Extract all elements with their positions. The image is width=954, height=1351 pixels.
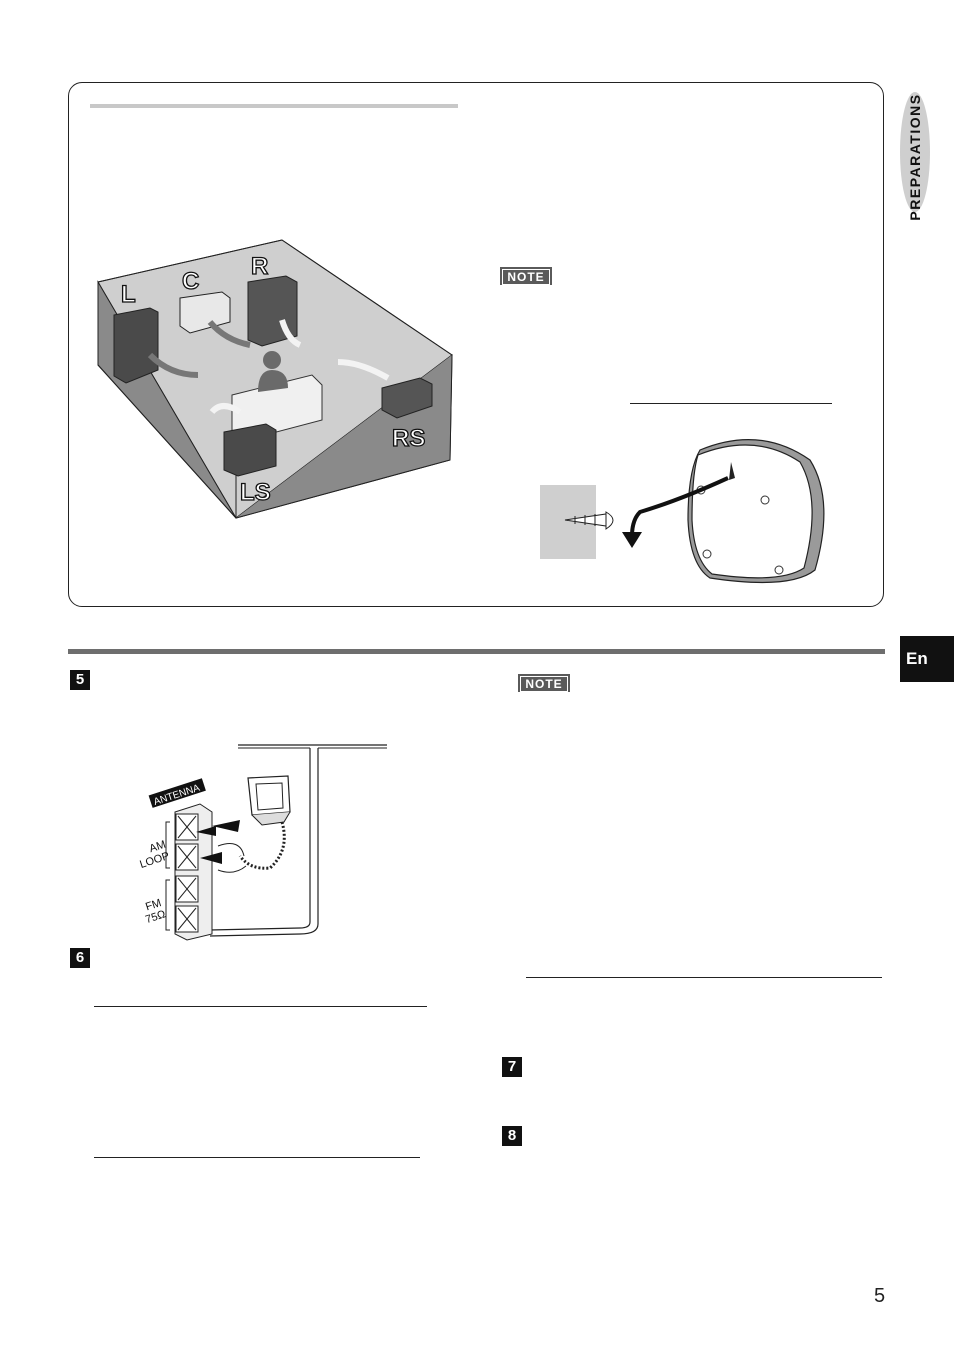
label-right-surround: RS: [392, 425, 425, 452]
speaker-placement-box: [68, 82, 884, 607]
step-8-badge: 8: [502, 1126, 522, 1146]
preparations-side-tab: PREPARATIONS: [898, 82, 932, 232]
note-badge-lower: NOTE: [518, 674, 570, 692]
label-left-surround: LS: [240, 479, 271, 506]
lower-right-rule: [526, 977, 882, 979]
step6-rule-lower: [94, 1157, 420, 1159]
label-right: R: [251, 253, 268, 280]
step-6-badge: 6: [70, 948, 90, 968]
label-center: C: [182, 268, 199, 295]
page-number: 5: [874, 1285, 886, 1307]
box-heading-rule: [90, 104, 458, 108]
step6-rule-upper: [94, 1006, 427, 1008]
upper-subheading-rule: [630, 403, 832, 405]
label-left: L: [121, 281, 136, 308]
language-tab: En: [900, 636, 954, 682]
section-divider: [68, 649, 885, 654]
step-5-badge: 5: [70, 670, 90, 690]
note-badge-upper: NOTE: [500, 267, 552, 285]
fm-label: FM: [144, 897, 163, 913]
step-7-badge: 7: [502, 1057, 522, 1077]
am-label: AM: [148, 839, 167, 856]
